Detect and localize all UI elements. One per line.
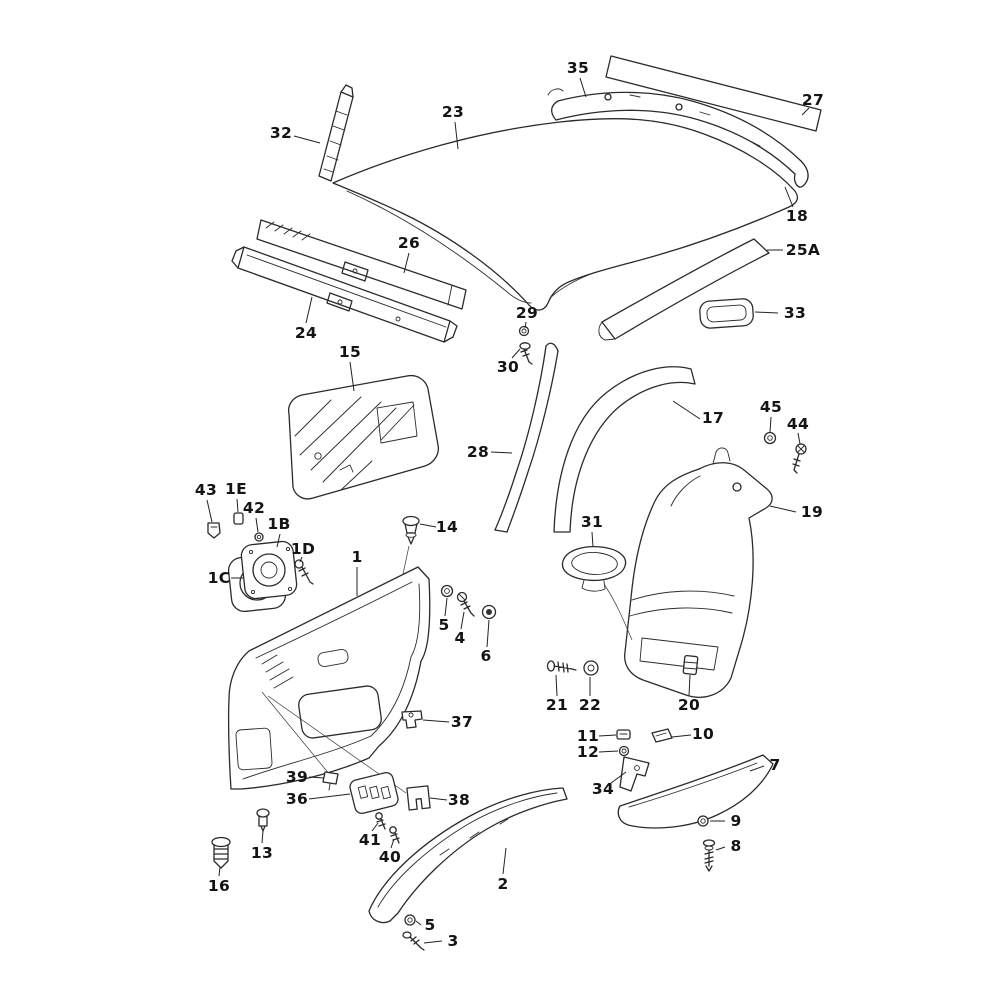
- part-20-clip: [683, 655, 698, 674]
- part-35-roof-frame: [548, 89, 808, 187]
- part-1e-clip: [234, 513, 243, 524]
- part-39-clip: [323, 772, 338, 790]
- part-1b-speaker-bracket: [240, 540, 297, 599]
- part-1-door-panel: [229, 546, 430, 793]
- part-44-screw: [793, 444, 806, 473]
- part-34-bracket: [620, 757, 649, 791]
- part-29-nut: [520, 327, 529, 336]
- part-1d-screw: [295, 560, 313, 584]
- part-17-window-frame-seal: [554, 367, 695, 532]
- part-43-clip: [208, 523, 220, 538]
- part-24-roof-rail-lower: [232, 247, 457, 342]
- part-21-screw: [548, 661, 577, 672]
- part-3-screw: [403, 932, 424, 950]
- part-40-screw: [390, 827, 399, 843]
- part-13-clip: [257, 809, 269, 831]
- part-37-bracket: [402, 711, 422, 728]
- part-26-roof-rail-upper: [257, 220, 466, 309]
- part-5b-washer: [405, 915, 415, 925]
- part-25a-rear-trim-strip: [599, 239, 769, 340]
- part-38-bracket: [407, 786, 430, 810]
- part-22-washer: [584, 661, 598, 675]
- part-7-sill-trim: [618, 755, 773, 828]
- part-5-washer: [442, 586, 453, 597]
- part-45-washer: [765, 433, 776, 444]
- leader-lines: [207, 78, 809, 943]
- part-15-door-glass: [289, 376, 439, 499]
- part-14-clip: [403, 517, 419, 545]
- part-28-pillar-trim: [495, 343, 558, 532]
- part-16-rivet: [212, 838, 230, 869]
- part-36-mounting-plate: [349, 771, 400, 815]
- part-41-screw: [376, 813, 385, 829]
- part-12-nut: [620, 747, 629, 756]
- part-4-screw: [458, 593, 475, 617]
- part-6-grommet: [483, 606, 496, 619]
- part-23-roof-panel: [333, 119, 797, 310]
- part-32-windshield-pillar-strip: [319, 85, 353, 181]
- part-42-nut: [255, 533, 263, 541]
- part-31-handle-cup: [562, 547, 632, 640]
- part-8-screw: [704, 840, 715, 871]
- part-11-clip: [617, 730, 630, 739]
- part-27-roof-trim-strip: [606, 56, 821, 131]
- part-30-screw: [520, 343, 532, 364]
- part-19-quarter-trim-panel: [625, 448, 772, 697]
- part-9-grommet: [698, 816, 708, 826]
- part-33-trim-pad: [699, 298, 754, 329]
- part-10-clip: [652, 729, 672, 742]
- part-2-sill-panel: [369, 788, 567, 923]
